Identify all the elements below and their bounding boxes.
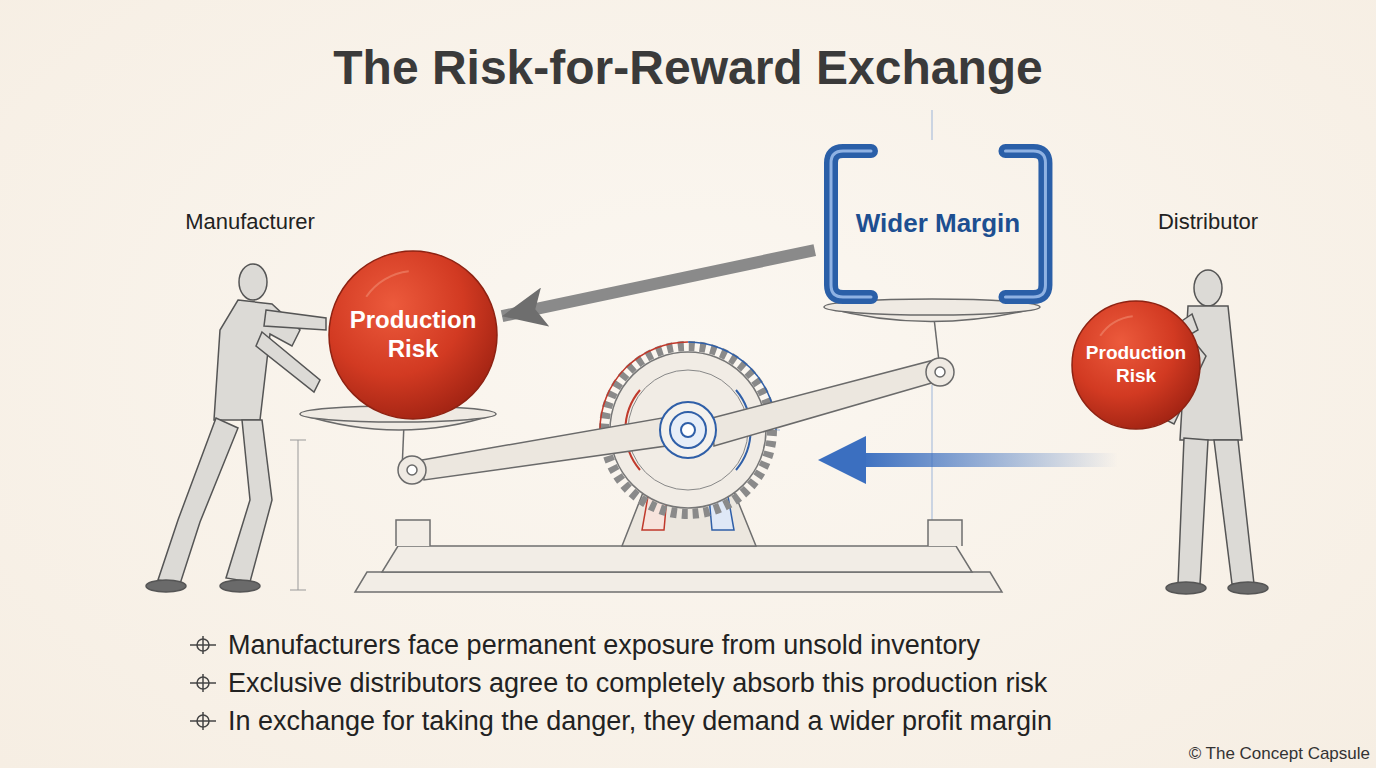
scale-hub-part xyxy=(670,412,706,448)
ball-highlight xyxy=(366,271,409,297)
manufacturer-figure-part xyxy=(220,580,260,592)
bullet-icons-part xyxy=(202,712,204,730)
blue-arrow-part xyxy=(860,453,1118,467)
box-label: Wider Margin xyxy=(856,208,1020,239)
distributor-figure-part xyxy=(1228,582,1268,594)
scale-hub-part xyxy=(660,402,716,458)
scale-base-part xyxy=(928,520,962,546)
bullet-text: Manufacturers face permanent exposure fr… xyxy=(228,629,980,661)
actor-label: Manufacturer xyxy=(185,209,315,235)
manufacturer-figure-part xyxy=(256,332,320,392)
actor-label: Distributor xyxy=(1158,209,1258,235)
manufacturer-figure-part xyxy=(146,580,186,592)
scale-pans-part xyxy=(398,456,426,484)
exchange-arrow xyxy=(502,250,815,316)
scale-base-part xyxy=(355,572,1002,592)
title: The Risk-for-Reward Exchange xyxy=(333,39,1043,97)
risk-ball: Production Risk xyxy=(1071,300,1201,430)
margin-bracket-box: Wider Margin xyxy=(821,144,1055,304)
ball-highlight xyxy=(1100,316,1132,335)
scale-hub xyxy=(660,402,716,458)
bullet-text: Exclusive distributors agree to complete… xyxy=(228,667,1047,699)
distributor-figure-part xyxy=(1178,438,1208,584)
bullet-icons xyxy=(190,636,216,730)
blue-arrow xyxy=(818,436,1118,484)
risk-ball: Production Risk xyxy=(328,250,498,420)
distributor-figure-part xyxy=(1166,582,1206,594)
bullet-icons-part xyxy=(202,674,204,692)
manufacturer-figure-part xyxy=(226,420,272,582)
bullet-icons-part xyxy=(202,636,204,654)
scale-base-part xyxy=(396,520,430,546)
scale-pans-part xyxy=(407,465,417,475)
manufacturer-figure xyxy=(146,264,326,592)
ball-label: Production Risk xyxy=(341,306,486,364)
blue-arrow-part xyxy=(818,436,866,484)
distributor-figure-part xyxy=(1214,440,1254,584)
bullet-text: In exchange for taking the danger, they … xyxy=(228,705,1052,737)
dimension-line-part xyxy=(290,590,306,591)
guide-lines xyxy=(600,110,932,560)
scale-beam-part xyxy=(712,360,942,446)
ball-fill xyxy=(1072,301,1200,429)
manufacturer-figure-part xyxy=(158,418,238,584)
manufacturer-figure-part xyxy=(264,310,326,330)
scale-base-part xyxy=(382,546,972,572)
ball-fill xyxy=(329,251,497,419)
dimension-line-part xyxy=(298,440,299,590)
manufacturer-figure-part xyxy=(239,264,267,300)
distributor-figure-part xyxy=(1194,270,1222,306)
scale-pans-part xyxy=(926,358,954,386)
scale-beam-part xyxy=(422,418,666,480)
watermark: © The Concept Capsule xyxy=(1189,744,1370,764)
dimension-line xyxy=(290,440,306,590)
ball-label: Production Risk xyxy=(1082,342,1191,388)
guide-lines-part xyxy=(932,110,933,140)
dimension-line-part xyxy=(290,440,306,441)
scale-hub-part xyxy=(681,423,695,437)
scale-pans-part xyxy=(935,367,945,377)
